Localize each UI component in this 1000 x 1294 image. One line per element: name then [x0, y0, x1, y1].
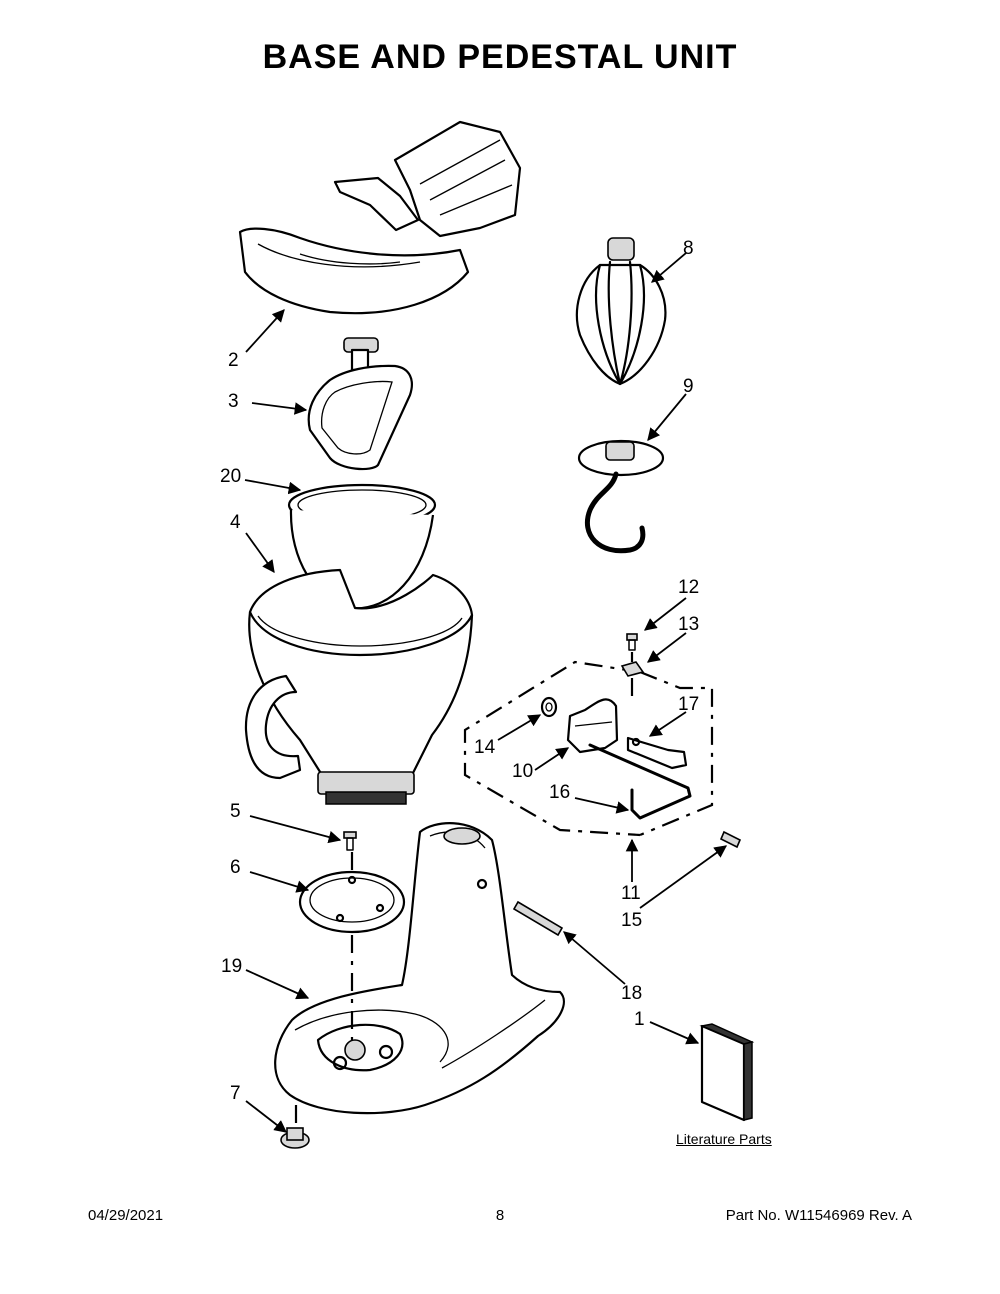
page-title: BASE AND PEDESTAL UNIT	[262, 38, 738, 76]
callout-14: 14	[474, 737, 496, 758]
callout-20: 20	[220, 466, 242, 487]
leader-arrows	[244, 252, 728, 1133]
literature-parts-label: Literature Parts	[676, 1131, 772, 1147]
callout-6: 6	[230, 857, 241, 878]
callout-15: 15	[621, 910, 643, 931]
callout-16: 16	[549, 782, 571, 803]
callout-8: 8	[683, 238, 694, 259]
washer-part-13[interactable]	[620, 661, 645, 677]
callout-17: 17	[678, 694, 700, 715]
callout-19: 19	[221, 956, 243, 977]
callout-7: 7	[230, 1083, 241, 1104]
callout-13: 13	[678, 614, 700, 635]
washer-part-14[interactable]	[540, 696, 558, 718]
footer-date: 04/29/2021	[88, 1207, 164, 1224]
foot-part[interactable]	[280, 1127, 310, 1149]
pedestal-base-part[interactable]	[274, 822, 565, 1115]
flat-beater-part[interactable]	[307, 337, 413, 471]
callout-1: 1	[634, 1009, 645, 1030]
screw-part-12[interactable]	[626, 633, 638, 651]
literature-part[interactable]	[699, 1023, 755, 1122]
callout-4: 4	[230, 512, 241, 533]
callout-3: 3	[228, 391, 239, 412]
pin-part-15[interactable]	[719, 830, 742, 849]
callout-9: 9	[683, 376, 694, 397]
callout-2: 2	[228, 350, 239, 371]
footer-part-number: Part No. W11546969 Rev. A	[725, 1207, 912, 1224]
pouring-shield-part[interactable]	[238, 120, 522, 315]
hinge-pin-part[interactable]	[512, 900, 564, 937]
rod-part-16[interactable]	[588, 743, 692, 820]
subassembly-dashed-box	[463, 660, 714, 837]
callout-5: 5	[230, 801, 241, 822]
callout-10: 10	[512, 761, 534, 782]
wire-whip-part[interactable]	[575, 237, 667, 386]
lever-part-17[interactable]	[626, 736, 688, 770]
large-bowl-part[interactable]	[244, 568, 474, 805]
callout-12: 12	[678, 577, 700, 598]
screw-part-5[interactable]	[343, 831, 357, 851]
bracket-part-10[interactable]	[566, 698, 619, 754]
dough-hook-part[interactable]	[577, 439, 665, 554]
clamp-plate-part[interactable]	[298, 870, 406, 934]
callout-11: 11	[621, 883, 641, 904]
callout-18: 18	[621, 983, 643, 1004]
footer-page-number: 8	[495, 1207, 505, 1224]
